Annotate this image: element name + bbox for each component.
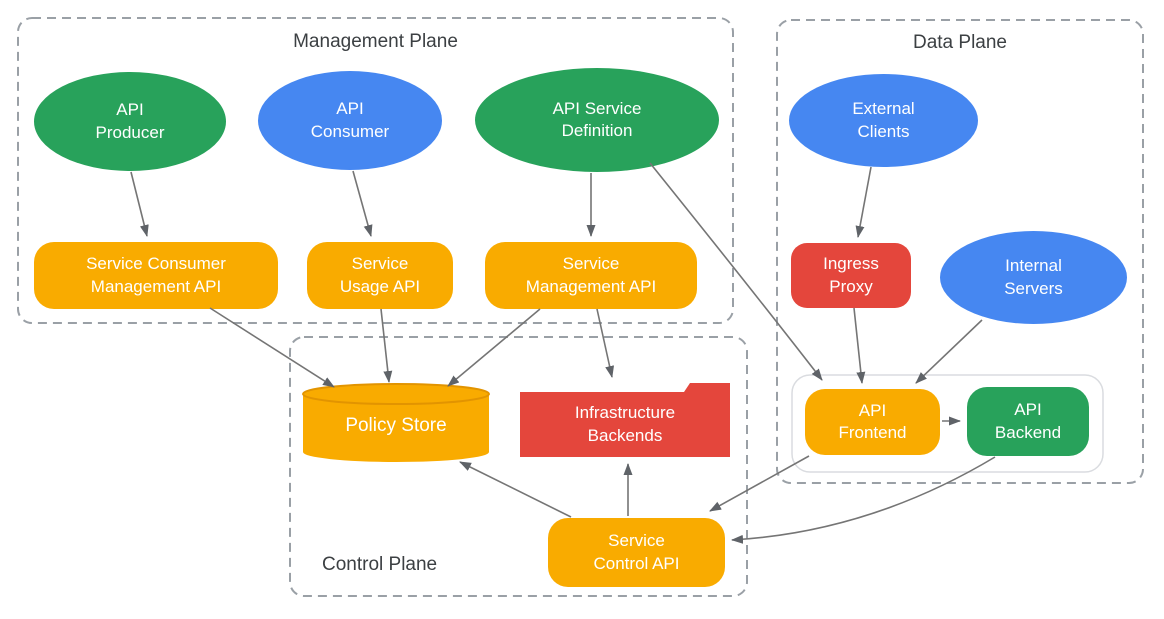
node-api-producer: API Producer bbox=[34, 72, 226, 171]
node-api-consumer: API Consumer bbox=[258, 71, 442, 170]
control-plane-title: Control Plane bbox=[322, 554, 438, 575]
node-api-backend: API Backend bbox=[967, 387, 1089, 456]
node-api-frontend: API Frontend bbox=[805, 389, 940, 455]
node-service-control-api: Service Control API bbox=[548, 518, 725, 587]
infrastructure-backends-folder bbox=[520, 383, 730, 457]
data-plane-title: Data Plane bbox=[912, 32, 1007, 53]
node-service-management-api: Service Management API bbox=[485, 242, 697, 309]
node-service-consumer-management-api: Service Consumer Management API bbox=[34, 242, 278, 309]
data-plane-box bbox=[776, 19, 1144, 484]
node-internal-servers: Internal Servers bbox=[940, 231, 1127, 324]
node-api-service-definition: API Service Definition bbox=[475, 68, 719, 172]
management-plane-title: Management Plane bbox=[293, 31, 458, 52]
node-service-usage-api: Service Usage API bbox=[307, 242, 453, 309]
node-ingress-proxy: Ingress Proxy bbox=[791, 243, 911, 308]
node-external-clients: External Clients bbox=[789, 74, 978, 167]
policy-store-cylinder bbox=[302, 383, 490, 462]
